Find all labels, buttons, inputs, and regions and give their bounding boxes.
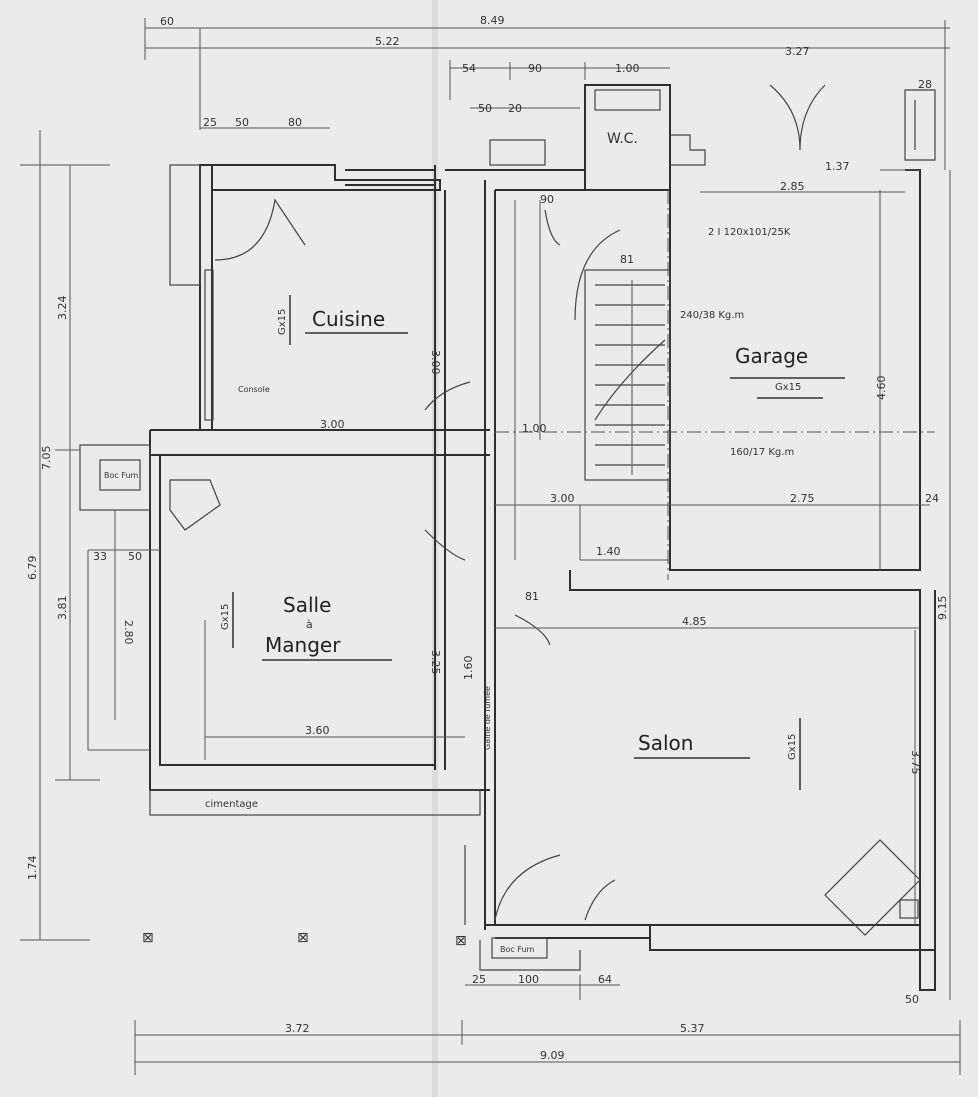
plan-label: 6.79 [26,556,39,581]
plan-label: 8.49 [480,14,505,27]
svg-text:⊠: ⊠ [297,930,309,946]
plan-label: 240/38 Kg.m [680,310,744,321]
plan-label: à [306,618,313,631]
staircase [584,269,671,481]
plan-label: 50 [478,102,492,115]
plan-label: 1.37 [825,160,850,173]
room-label-wc: W.C. [607,131,638,147]
plan-label: 100 [518,973,539,986]
plan-label: 3.72 [285,1022,310,1035]
plan-label: Gx15 [787,734,798,760]
span-arrows [232,295,823,790]
plan-label: 80 [288,116,302,129]
wc-walls [584,84,671,191]
plan-label: 1.74 [26,856,39,881]
plan-label: 5.22 [375,35,400,48]
walls [79,84,936,991]
plan-label: 7.05 [40,446,53,471]
kitchen-top-wall [200,164,441,191]
room-label-garage: Garage [735,344,808,368]
plan-label: 9.09 [540,1049,565,1062]
plan-label: 50 [128,550,142,563]
plan-label: 25 [472,973,486,986]
annotations: 2 I 120x101/25K 240/38 Kg.m 160/17 Kg.m … [104,227,801,954]
plan-label: 64 [598,973,612,986]
plan-label: 3.24 [56,296,69,321]
plan-label: 3.00 [550,492,575,505]
plan-label: 60 [160,15,174,28]
hall-wall [484,180,496,930]
plan-label: Gx15 [775,382,801,393]
plan-label: 3.00 [320,418,345,431]
plan-label: 50 [235,116,249,129]
dimension-lines [20,18,961,1075]
plan-label: Gx15 [220,604,231,630]
plan-label: 20 [508,102,522,115]
plan-label: 3.00 [429,350,442,375]
plan-label: 25 [203,116,217,129]
svg-text:⊠: ⊠ [455,933,467,949]
door-swings [214,84,826,921]
plan-label: 81 [620,253,634,266]
room-label-dining-2: Manger [265,633,341,657]
plan-label: Console [238,385,270,394]
plan-label: 1.60 [462,656,475,681]
plan-label: 3.60 [305,724,330,737]
plan-label: 160/17 Kg.m [730,447,794,458]
plan-label: Gaine de fumée [482,686,492,750]
room-label-salon: Salon [638,731,693,755]
plan-label: 5.37 [680,1022,705,1035]
plan-label: 90 [540,193,554,206]
plan-label: 1.00 [522,422,547,435]
plan-label: 24 [925,492,939,505]
plan-label: 3.81 [56,596,69,621]
plan-label: 2 I 120x101/25K [708,227,791,238]
plan-label: 90 [528,62,542,75]
room-label-kitchen: Cuisine [312,307,385,331]
plan-label: 3.25 [429,650,442,675]
room-label-dining-1: Salle [283,593,331,617]
plan-label: 4.60 [875,376,888,401]
plan-label: Boc Fum [104,471,139,480]
column-markers: ⊠ ⊠ ⊠ [142,930,467,949]
plan-label: 1.40 [596,545,621,558]
plan-label: 3.75 [909,750,922,775]
plan-label: 33 [93,550,107,563]
salon-walls [485,924,936,990]
plan-label: 4.85 [682,615,707,628]
plan-label: 28 [918,78,932,91]
plan-label: 2.80 [122,620,135,645]
plan-label: 2.75 [790,492,815,505]
kitchen-dining-wall [150,429,490,456]
plan-label: 81 [525,590,539,603]
plan-label: 9.15 [936,596,949,621]
plan-label: 1.00 [615,62,640,75]
svg-text:⊠: ⊠ [142,930,154,946]
plan-label: Gx15 [277,309,288,335]
plan-label: 3.27 [785,45,810,58]
kitchen-hall-wall [434,165,446,770]
plan-label: Boc Fum [500,945,535,954]
dimension-labels: 60 8.49 5.22 3.27 54 90 1.00 25 50 80 50… [26,14,949,1062]
plan-label: 54 [462,62,476,75]
kitchen-left-wall [199,164,213,431]
plan-label: cimentage [205,799,258,810]
plan-label: 50 [905,993,919,1006]
plan-label: 2.85 [780,180,805,193]
